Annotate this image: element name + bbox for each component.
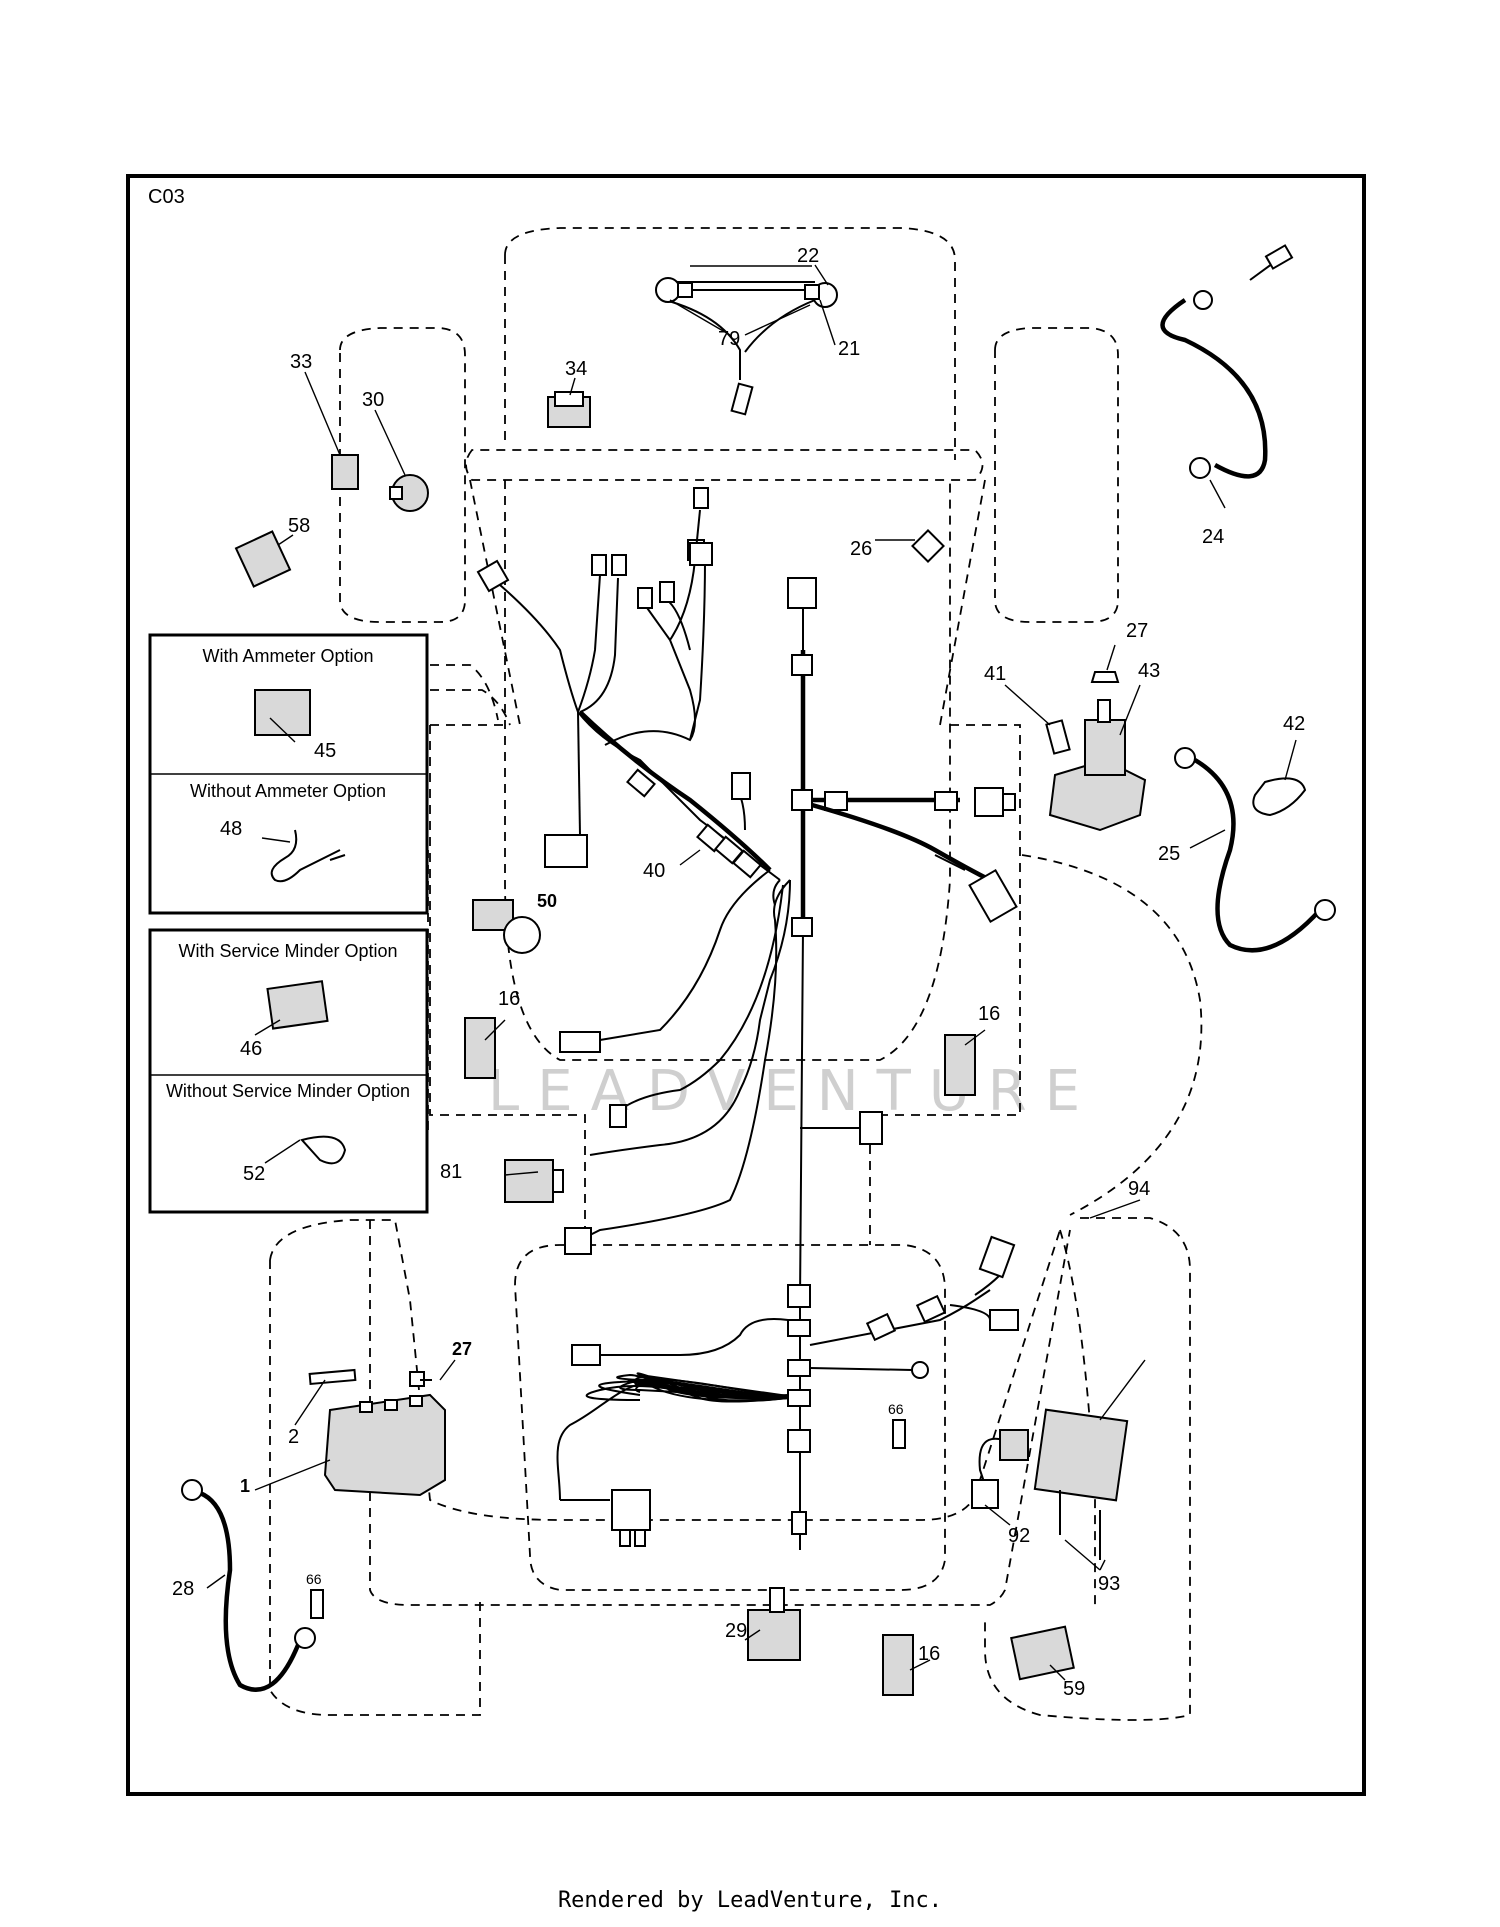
- service-minder-option-box: With Service Minder Option Without Servi…: [148, 928, 429, 1214]
- label-92: 92: [1008, 1525, 1030, 1547]
- label-48: 48: [220, 818, 242, 840]
- watermark: LEADVENTURE: [488, 1059, 1098, 1124]
- label-16-left: 16: [498, 988, 520, 1010]
- label-66-low: 66: [306, 1571, 322, 1587]
- label-52: 52: [243, 1163, 265, 1185]
- label-1: 1: [240, 1476, 250, 1496]
- label-21: 21: [838, 338, 860, 360]
- label-46: 46: [240, 1038, 262, 1060]
- service-with-label: With Service Minder Option: [178, 941, 397, 961]
- label-41: 41: [984, 663, 1006, 685]
- ammeter-option-box: With Ammeter Option Without Ammeter Opti…: [148, 633, 429, 915]
- label-45: 45: [314, 740, 336, 762]
- label-29: 29: [725, 1620, 747, 1642]
- label-43: 43: [1138, 660, 1160, 682]
- label-33: 33: [290, 351, 312, 373]
- label-66-mid: 66: [888, 1401, 904, 1417]
- leader-lines: [206, 264, 1297, 1681]
- service-minder-module: [266, 980, 329, 1030]
- label-25: 25: [1158, 843, 1180, 865]
- ammeter-jumper: [270, 829, 346, 883]
- label-27-battery: 27: [452, 1339, 472, 1359]
- label-28: 28: [172, 1578, 194, 1600]
- ammeter-with-label: With Ammeter Option: [202, 646, 373, 666]
- label-42: 42: [1283, 713, 1305, 735]
- label-50: 50: [537, 891, 557, 911]
- label-58: 58: [288, 515, 310, 537]
- label-93: 93: [1098, 1573, 1120, 1595]
- label-2: 2: [288, 1426, 299, 1448]
- label-94: 94: [1128, 1178, 1150, 1200]
- label-27-top: 27: [1126, 620, 1148, 642]
- part-labels: 22 79 21 34 33 30 58 26 24 27 41 43 42 2…: [172, 245, 1305, 1700]
- label-16-right: 16: [978, 1003, 1000, 1025]
- service-jumper: [300, 1135, 347, 1165]
- label-22: 22: [797, 245, 819, 267]
- ammeter-without-label: Without Ammeter Option: [190, 781, 386, 801]
- label-24: 24: [1202, 526, 1224, 548]
- label-16-bottom: 16: [918, 1643, 940, 1665]
- footer-credit: Rendered by LeadVenture, Inc.: [557, 1888, 943, 1913]
- wiring-harness: [476, 487, 1019, 1550]
- label-26: 26: [850, 538, 872, 560]
- label-59: 59: [1063, 1678, 1085, 1700]
- service-without-label: Without Service Minder Option: [166, 1081, 410, 1101]
- label-30: 30: [362, 389, 384, 411]
- diagram-frame: [126, 174, 1366, 1796]
- label-40: 40: [643, 860, 665, 882]
- page-code: C03: [148, 186, 185, 208]
- label-79: 79: [718, 328, 740, 350]
- ammeter-gauge: [254, 689, 311, 736]
- label-34: 34: [565, 358, 587, 380]
- label-81: 81: [440, 1161, 462, 1183]
- parts: [181, 244, 1336, 1696]
